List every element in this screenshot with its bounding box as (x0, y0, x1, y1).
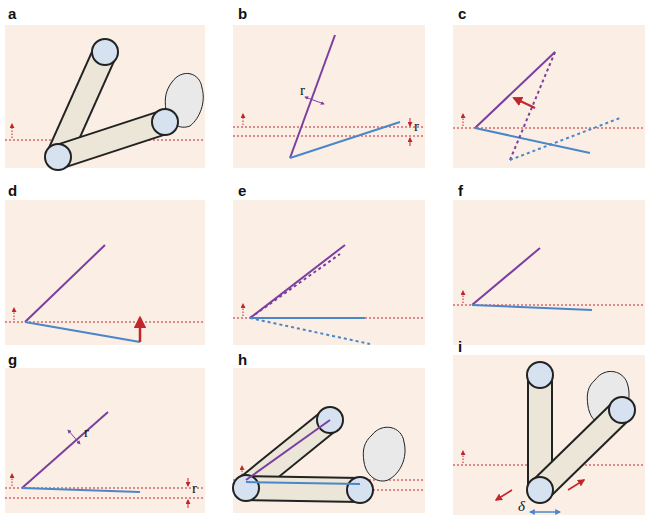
small-arrows (12, 114, 463, 486)
radius-label: r (84, 424, 89, 441)
panel-f (472, 248, 592, 310)
panel-letter: g (8, 351, 17, 368)
panel-letter: c (458, 5, 466, 22)
panel-letter: a (8, 5, 16, 22)
panel-letter: d (8, 182, 17, 199)
panel-i (496, 362, 635, 512)
ground-lines (5, 127, 645, 498)
panel-letter: h (238, 351, 247, 368)
panel-backgrounds (5, 25, 645, 515)
radius-label: r (414, 118, 419, 135)
panel-letter: f (458, 182, 463, 199)
panel-a (45, 39, 203, 170)
panel-letter: e (238, 182, 246, 199)
offset-label: δ (518, 498, 525, 515)
panel-d (25, 245, 140, 342)
panel-b (290, 35, 410, 158)
panel-c (475, 52, 620, 160)
panel-h (233, 407, 405, 503)
panel-g (22, 412, 188, 508)
radius-label: r (300, 82, 305, 99)
radius-label: r (192, 480, 197, 497)
panel-letter: b (238, 5, 247, 22)
panel-letter: i (458, 338, 462, 355)
panel-e (250, 245, 370, 344)
